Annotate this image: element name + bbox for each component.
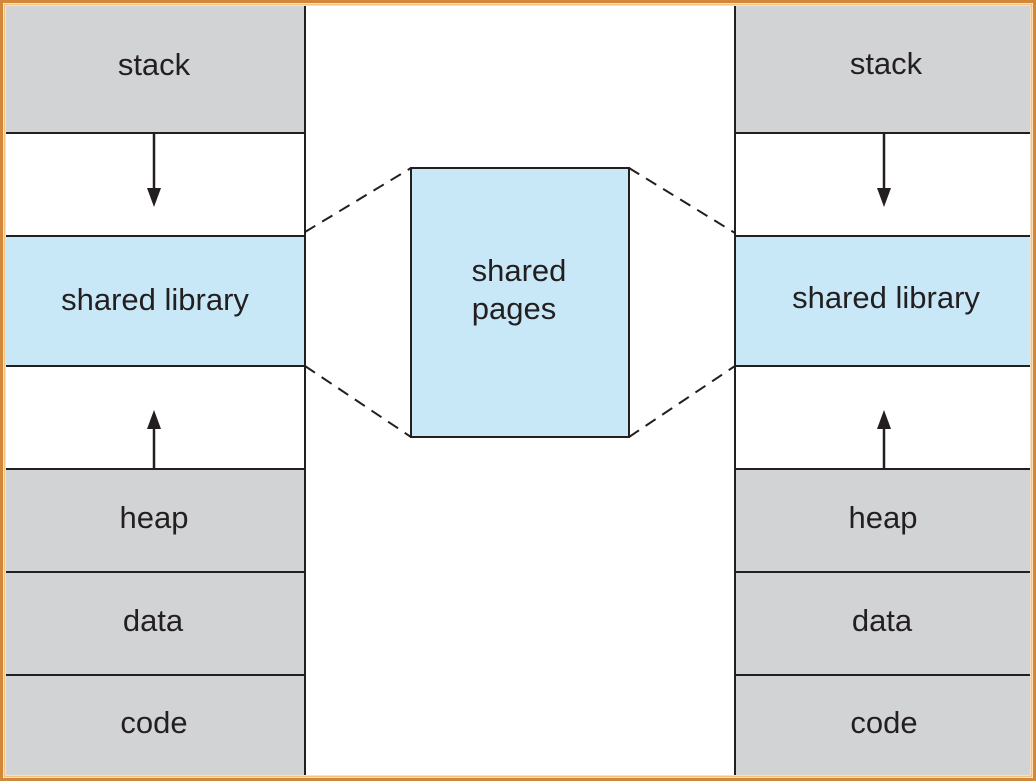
- right-heap-segment: [735, 469, 1030, 572]
- shared-pages-block: shared pages: [410, 167, 630, 438]
- right-empty-segment-upper: [735, 133, 1030, 236]
- right-shared-library-segment: [735, 236, 1030, 366]
- right-code-label: code: [850, 705, 917, 740]
- shared-pages-box: [410, 167, 630, 438]
- shared-pages-label-line1: shared: [472, 253, 567, 288]
- mapping-line-left-top: [304, 167, 412, 233]
- right-data-label: data: [852, 603, 913, 638]
- left-data-segment: [6, 572, 305, 675]
- left-code-segment: [6, 675, 305, 775]
- right-stack-label: stack: [850, 46, 923, 81]
- right-heap-grows-up-arrow: [877, 410, 891, 469]
- left-shared-library-segment: [6, 236, 305, 366]
- right-data-segment: [735, 572, 1030, 675]
- right-code-segment: [735, 675, 1030, 775]
- left-stack-segment: [6, 6, 305, 133]
- mapping-line-left-bottom: [304, 365, 412, 438]
- left-process-address-space: stack shared library heap data code: [6, 6, 306, 775]
- right-shared-library-label: shared library: [792, 280, 980, 315]
- left-data-label: data: [123, 603, 184, 638]
- left-shared-library-label: shared library: [61, 282, 249, 317]
- left-heap-segment: [6, 469, 305, 572]
- right-stack-grows-down-arrow: [877, 133, 891, 207]
- left-heap-label: heap: [120, 500, 189, 535]
- left-empty-segment-upper: [6, 133, 305, 236]
- shared-pages-label-line2: pages: [472, 291, 556, 326]
- right-heap-label: heap: [849, 500, 918, 535]
- left-stack-label: stack: [118, 47, 191, 82]
- left-heap-grows-up-arrow: [147, 410, 161, 469]
- right-process-address-space: stack shared library heap data code: [734, 6, 1030, 775]
- left-code-label: code: [120, 705, 187, 740]
- right-stack-segment: [735, 6, 1030, 133]
- left-stack-grows-down-arrow: [147, 133, 161, 207]
- inner-frame: [3, 3, 1033, 778]
- mapping-line-right-bottom: [628, 365, 736, 438]
- mapping-line-right-top: [628, 167, 736, 234]
